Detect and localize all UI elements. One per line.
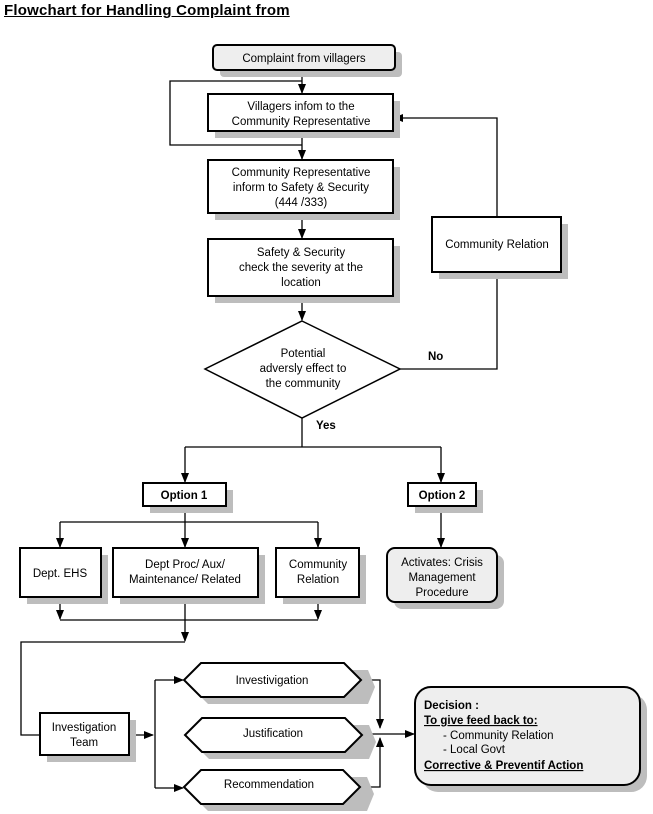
svg-text:Investigation: Investigation xyxy=(52,722,117,734)
svg-text:Corrective & Preventif Action: Corrective & Preventif Action xyxy=(424,760,583,772)
option2-node: Option 2 xyxy=(407,482,483,513)
svg-text:Team: Team xyxy=(70,737,98,749)
svg-text:Community Representative: Community Representative xyxy=(232,116,371,128)
svg-text:Decision :: Decision : xyxy=(424,700,479,712)
svg-text:Community: Community xyxy=(289,559,347,571)
villagers-inform-node: Villagers infom to the Community Represe… xyxy=(207,93,400,138)
svg-text:Relation: Relation xyxy=(297,574,339,586)
complaint-node: Complaint from villagers xyxy=(212,44,402,77)
community-relation-loop-node: Community Relation xyxy=(431,216,568,279)
community-relation-node: Community Relation xyxy=(275,547,366,604)
svg-text:adversly effect to: adversly effect to xyxy=(260,363,347,375)
svg-text:Community Representative: Community Representative xyxy=(232,167,371,179)
no-label: No xyxy=(428,351,443,363)
svg-text:Maintenance/ Related: Maintenance/ Related xyxy=(129,574,241,586)
yes-label: Yes xyxy=(316,420,336,432)
svg-text:Recommendation: Recommendation xyxy=(224,779,314,791)
svg-text:Option 1: Option 1 xyxy=(161,490,208,502)
investigation-node: Investivigation xyxy=(182,662,375,704)
svg-text:Community Relation: Community Relation xyxy=(445,239,549,251)
svg-text:To give feed back to:: To give feed back to: xyxy=(424,715,538,727)
svg-text:Potential: Potential xyxy=(281,348,326,360)
svg-text:the community: the community xyxy=(266,378,341,390)
svg-text:Justification: Justification xyxy=(243,728,303,740)
svg-text:Management: Management xyxy=(408,572,476,584)
crisis-procedure-node: Activates: Crisis Management Procedure xyxy=(386,547,504,609)
svg-text:Investivigation: Investivigation xyxy=(236,675,309,687)
decision-node: Decision : To give feed back to: - Commu… xyxy=(414,686,647,792)
svg-text:location: location xyxy=(281,277,321,289)
page-title: Flowchart for Handling Complaint from xyxy=(4,2,290,19)
svg-text:check the severity at the: check the severity at the xyxy=(239,262,363,274)
svg-text:Option 2: Option 2 xyxy=(419,490,466,502)
svg-text:(444 /333): (444 /333) xyxy=(275,197,328,209)
svg-text:Safety & Security: Safety & Security xyxy=(257,247,345,259)
svg-text:Procedure: Procedure xyxy=(415,587,468,599)
svg-text:Dept Proc/ Aux/: Dept Proc/ Aux/ xyxy=(145,559,226,571)
svg-text:inform to Safety & Security: inform to Safety & Security xyxy=(233,182,369,194)
svg-text:Dept. EHS: Dept. EHS xyxy=(33,568,88,580)
dept-ehs-node: Dept. EHS xyxy=(19,547,108,604)
justification-node: Justification xyxy=(183,717,376,759)
svg-text:Villagers infom to the: Villagers infom to the xyxy=(247,101,354,113)
option1-node: Option 1 xyxy=(142,482,233,513)
safety-check-node: Safety & Security check the severity at … xyxy=(207,238,400,303)
recommendation-node: Recommendation xyxy=(182,769,374,811)
investigation-team-node: Investigation Team xyxy=(39,712,136,762)
decision-diamond: Potential adversly effect to the communi… xyxy=(203,320,402,419)
rep-inform-node: Community Representative inform to Safet… xyxy=(207,159,400,220)
svg-text:- Community Relation: - Community Relation xyxy=(443,730,554,742)
svg-text:- Local Govt: - Local Govt xyxy=(443,744,506,756)
dept-proc-node: Dept Proc/ Aux/ Maintenance/ Related xyxy=(112,547,265,604)
svg-text:Activates: Crisis: Activates: Crisis xyxy=(401,557,483,569)
svg-text:Complaint from villagers: Complaint from villagers xyxy=(242,53,366,65)
